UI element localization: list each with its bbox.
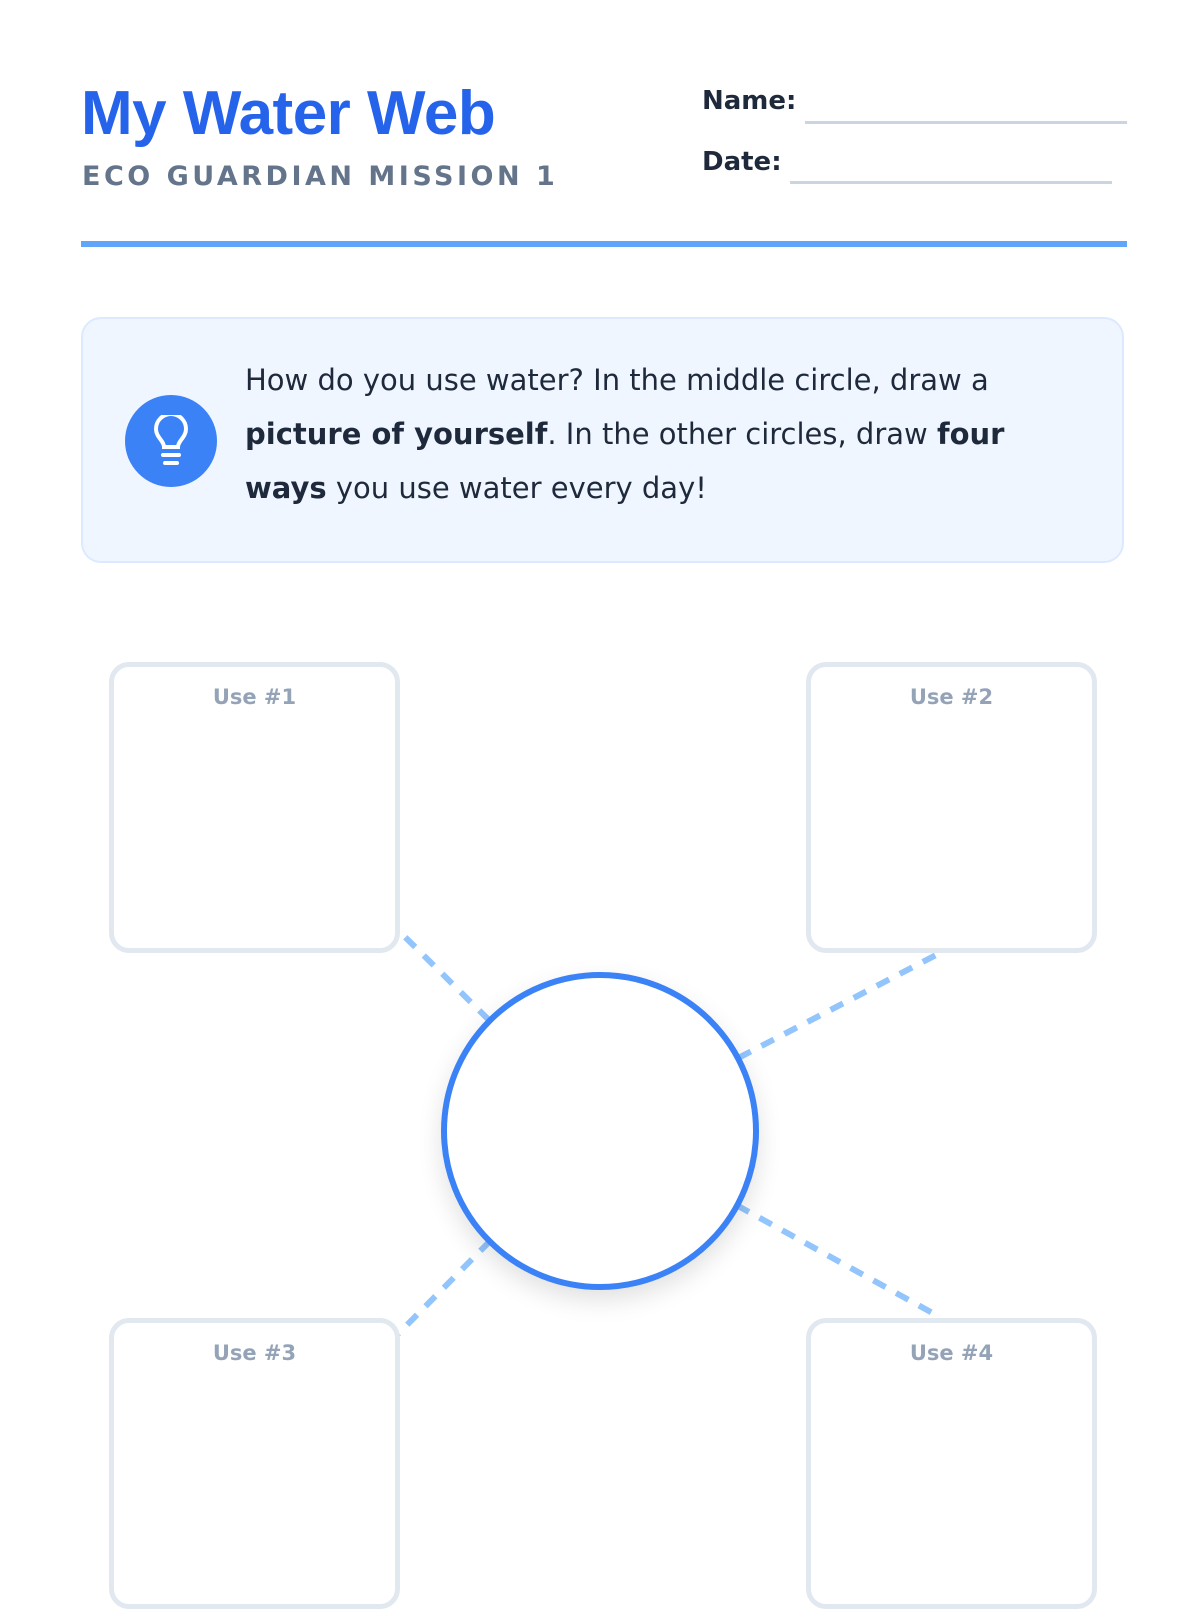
name-field[interactable] [805,121,1127,124]
use-label: Use #3 [212,1341,297,1365]
instructions-part: you use water every day! [326,471,707,505]
use-box-1[interactable]: Use #1 [109,662,400,953]
page-title: My Water Web [81,79,496,148]
page-subtitle: ECO GUARDIAN MISSION 1 [82,161,559,192]
date-label: Date: [702,147,782,177]
use-box-4[interactable]: Use #4 [806,1318,1097,1609]
name-label: Name: [702,86,797,116]
header-divider [81,241,1127,247]
self-portrait-circle[interactable] [441,972,759,1290]
use-label: Use #4 [909,1341,994,1365]
instructions-emphasis: picture of yourself [245,417,548,451]
lightbulb-icon [125,395,217,487]
instructions-box: How do you use water? In the middle circ… [81,317,1124,563]
instructions-part: . In the other circles, draw [547,417,937,451]
date-field[interactable] [790,181,1112,184]
use-label: Use #1 [212,685,297,709]
instructions-part: How do you use water? In the middle circ… [245,363,989,397]
instructions-emphasis: four ways [245,417,1005,505]
use-box-3[interactable]: Use #3 [109,1318,400,1609]
instructions-text: How do you use water? In the middle circ… [245,353,1085,515]
use-label: Use #2 [909,685,994,709]
use-box-2[interactable]: Use #2 [806,662,1097,953]
